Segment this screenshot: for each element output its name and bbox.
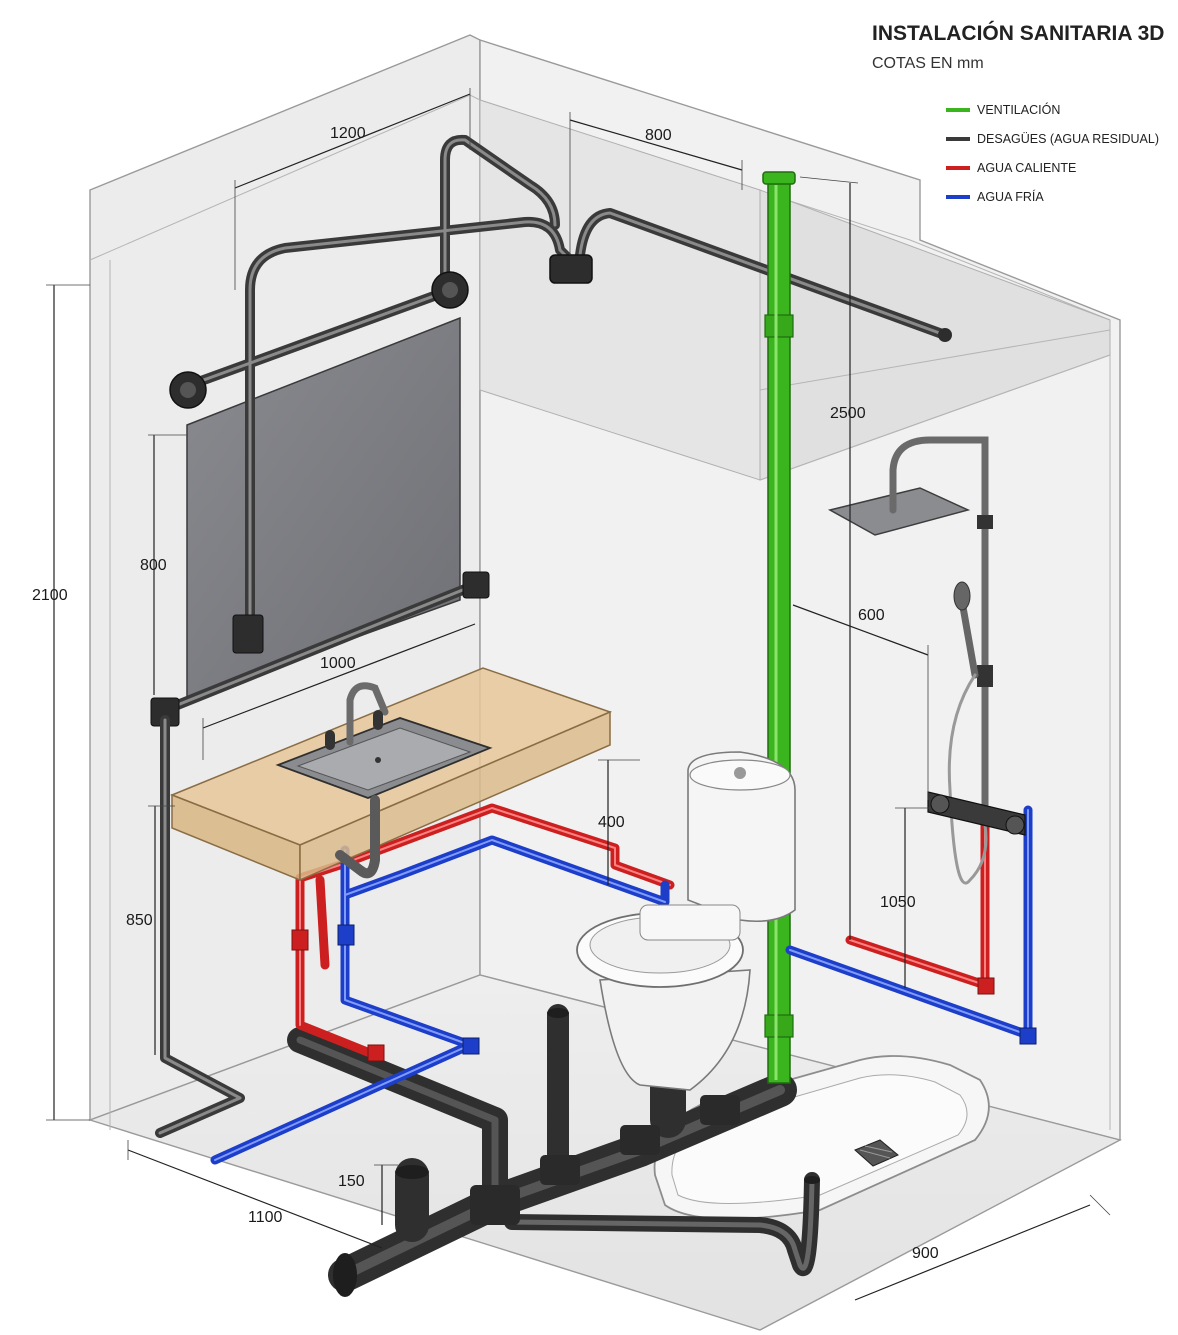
diagram-title: INSTALACIÓN SANITARIA 3D	[872, 21, 1164, 45]
legend-label-agua-fria: AGUA FRÍA	[977, 189, 1044, 204]
faucet	[325, 682, 389, 750]
hot-water-fittings	[291, 929, 995, 1062]
shower-head	[827, 436, 993, 809]
cold-water-fittings	[337, 924, 1037, 1055]
legend-item-agua-fria: AGUA FRÍA	[946, 189, 1044, 204]
legend-label-desagues: DESAGÜES (AGUA RESIDUAL)	[977, 132, 1159, 146]
hand-shower	[947, 581, 988, 885]
legend: VENTILACIÓN DESAGÜES (AGUA RESIDUAL) AGU…	[946, 102, 1159, 204]
drain-pipes-upper	[160, 134, 950, 715]
legend-label-agua-caliente: AGUA CALIENTE	[977, 161, 1076, 175]
dim-2100: 2100	[32, 587, 68, 604]
mirror	[186, 316, 461, 700]
legend-item-agua-caliente: AGUA CALIENTE	[946, 161, 1076, 175]
diagram-subtitle: COTAS EN mm	[872, 55, 984, 72]
legend-item-ventilacion: VENTILACIÓN	[946, 102, 1060, 117]
dim-900: 900	[912, 1245, 939, 1262]
toilet	[576, 751, 796, 1091]
dimension-labels: 1200 800 2500 2100 800 1000 600 400 850 …	[32, 125, 939, 1262]
pipe-fittings-upper	[150, 254, 952, 727]
dim-1050: 1050	[880, 894, 916, 911]
dim-1200: 1200	[330, 125, 366, 142]
dim-850: 850	[126, 912, 153, 929]
dimension-lines	[46, 88, 1111, 1301]
legend-item-desagues: DESAGÜES (AGUA RESIDUAL)	[946, 132, 1159, 146]
dim-600: 600	[858, 607, 885, 624]
dim-800-mirror: 800	[140, 557, 167, 574]
dim-400: 400	[598, 814, 625, 831]
sink-basin	[275, 717, 493, 799]
dim-1000: 1000	[320, 655, 356, 672]
dim-1100: 1100	[248, 1209, 283, 1226]
drain-pipes-left	[155, 715, 245, 1138]
dim-2500: 2500	[830, 405, 866, 422]
shower-drain-grate	[854, 1139, 899, 1167]
dim-800-top: 800	[645, 127, 672, 144]
legend-label-ventilacion: VENTILACIÓN	[977, 102, 1060, 117]
sink-trap	[335, 795, 380, 879]
shower-mixer-valve	[927, 791, 1026, 836]
dim-150: 150	[338, 1173, 365, 1190]
